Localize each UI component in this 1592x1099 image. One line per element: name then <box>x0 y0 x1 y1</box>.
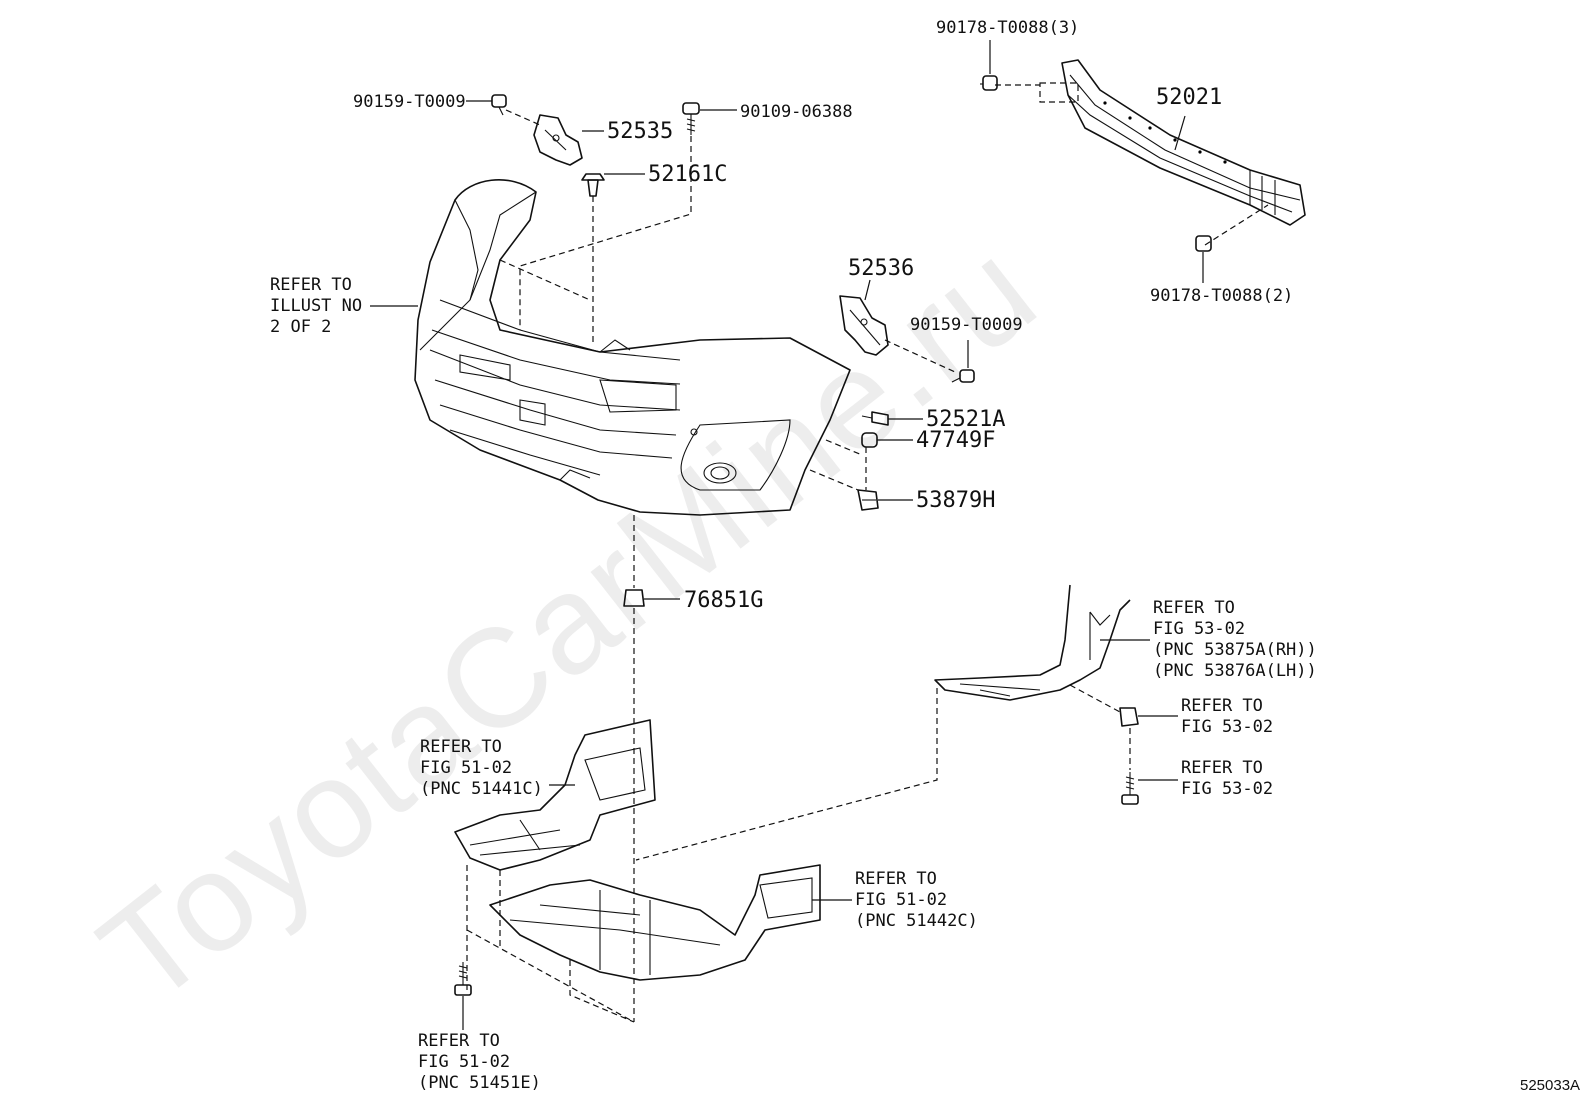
fender-liner-part <box>934 584 1131 701</box>
part-label-52536: 52536 <box>848 256 914 281</box>
refer-5302-a-line-2: FIG 53-02 <box>1153 619 1245 639</box>
part-label-90159-t0009-mid: 90159-T0009 <box>910 315 1023 335</box>
refer-5102-c-line-3: (PNC 51451E) <box>418 1073 541 1093</box>
refer-5102-a-line-3: (PNC 51441C) <box>420 779 543 799</box>
leader-line <box>1174 115 1186 151</box>
part-label-52021: 52021 <box>1156 85 1222 110</box>
refer-5102-b-line-3: (PNC 51442C) <box>855 911 978 931</box>
refer-5302-a-line-3: (PNC 53875A(RH)) <box>1153 640 1317 660</box>
clip-icon <box>857 489 879 511</box>
refer-5302-a-line-4: (PNC 53876A(LH)) <box>1153 661 1317 681</box>
fastener-guide-dashed <box>635 688 938 861</box>
clip-icon <box>1119 707 1139 727</box>
fastener-guide-dashed <box>884 339 956 373</box>
nut-icon <box>1195 235 1212 252</box>
fastener-guide-dashed <box>1039 82 1079 103</box>
refer-illust-line-3: 2 OF 2 <box>270 317 331 337</box>
bumper-reinforcement-part <box>1061 59 1306 226</box>
refer-5102-b-line-1: REFER TO <box>855 869 937 889</box>
fastener-guide-dashed <box>505 109 541 126</box>
fastener-guide-dashed <box>809 439 867 491</box>
part-label-76851g: 76851G <box>684 588 763 613</box>
part-label-47749f: 47749F <box>916 428 995 453</box>
screw-icon <box>682 102 700 135</box>
bracket-part <box>533 114 583 166</box>
clip-icon <box>623 589 645 607</box>
refer-5302-b-line-1: REFER TO <box>1181 696 1263 716</box>
fastener-guide-dashed <box>1204 204 1269 246</box>
fastener-guide-dashed <box>1069 684 1121 713</box>
under-cover-center-part <box>489 864 821 981</box>
diagram-code: 525033A <box>1520 1077 1580 1094</box>
side-bracket-part <box>839 295 889 356</box>
fastener-guide-dashed <box>499 259 591 301</box>
refer-5302-c-line-1: REFER TO <box>1181 758 1263 778</box>
refer-5102-c-line-2: FIG 51-02 <box>418 1052 510 1072</box>
refer-5102-c-line-1: REFER TO <box>418 1031 500 1051</box>
refer-5302-c-line-2: FIG 53-02 <box>1181 779 1273 799</box>
part-label-90159-t0009-top: 90159-T0009 <box>353 92 466 112</box>
refer-illust-line-2: ILLUST NO <box>270 296 362 316</box>
part-label-52161c: 52161C <box>648 162 727 187</box>
part-label-90178-t0088-3: 90178-T0088(3) <box>936 18 1079 38</box>
part-label-52535: 52535 <box>607 119 673 144</box>
part-label-90178-t0088-2: 90178-T0088(2) <box>1150 286 1293 306</box>
bolt-icon <box>491 94 507 116</box>
clip-icon <box>581 173 605 197</box>
part-label-53879h: 53879H <box>916 488 995 513</box>
refer-5302-b-line-2: FIG 53-02 <box>1181 717 1273 737</box>
screw-icon <box>454 962 472 996</box>
front-bumper-cover-part <box>414 179 851 516</box>
under-cover-lh-part <box>454 719 656 871</box>
fastener-guide-dashed <box>466 865 635 1023</box>
leader-line <box>864 279 871 301</box>
refer-illust-line-1: REFER TO <box>270 275 352 295</box>
screw-icon <box>1121 772 1139 805</box>
part-label-52521a: 52521A <box>926 407 1005 432</box>
clip-icon <box>861 411 889 426</box>
refer-5302-a-line-1: REFER TO <box>1153 598 1235 618</box>
refer-5102-a-line-2: FIG 51-02 <box>420 758 512 778</box>
refer-5102-a-line-1: REFER TO <box>420 737 502 757</box>
bolt-icon <box>951 369 975 383</box>
refer-5102-b-line-2: FIG 51-02 <box>855 890 947 910</box>
nut-icon <box>980 75 998 91</box>
part-label-90109-06388: 90109-06388 <box>740 102 853 122</box>
